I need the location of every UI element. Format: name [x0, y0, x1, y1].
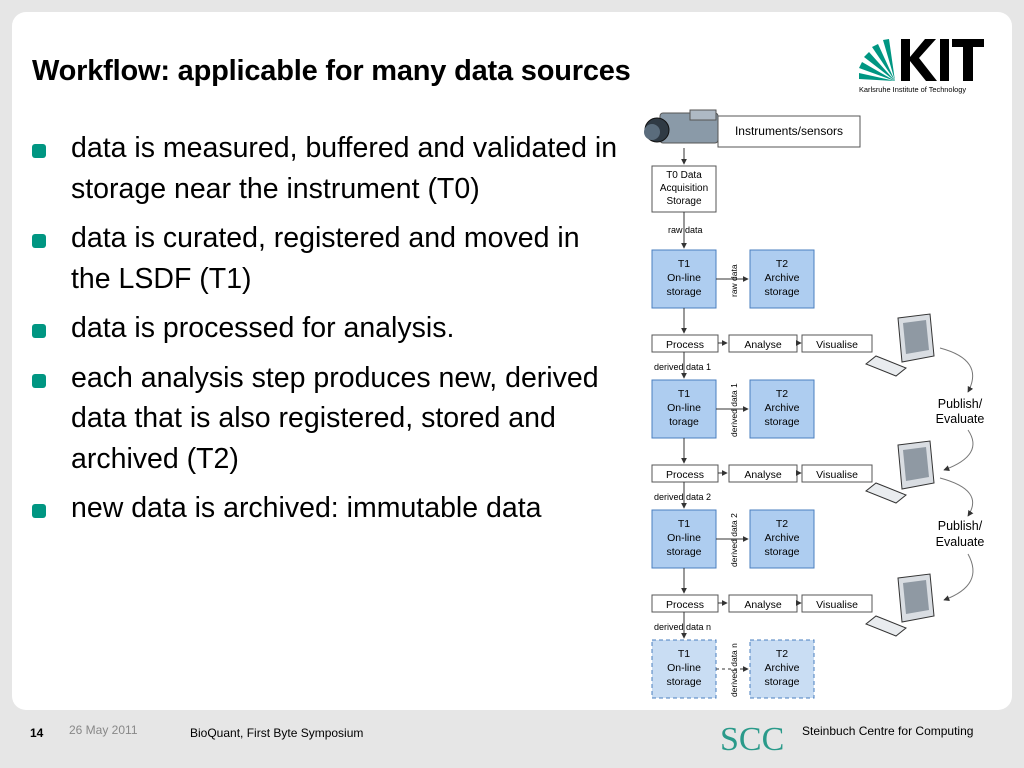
- t1-storage-box: [651, 509, 717, 569]
- publish-label: Publish/: [938, 519, 983, 533]
- bullet-text: each analysis step produces new, derived…: [71, 361, 599, 475]
- visualise-label: Visualise: [816, 599, 858, 611]
- t2-line: Archive: [764, 402, 799, 414]
- bullet-list: data is measured, buffered and validated…: [32, 128, 622, 538]
- publish-label: Evaluate: [936, 535, 985, 549]
- process-label: Process: [666, 469, 704, 481]
- t1-line: T1: [678, 258, 690, 270]
- kit-logo-rays: [859, 39, 895, 81]
- svg-text:SCC: SCC: [720, 721, 784, 758]
- visualise-box: [801, 334, 873, 353]
- t2-line: Archive: [764, 532, 799, 544]
- t2-line: T2: [776, 518, 788, 530]
- t2-line: T2: [776, 388, 788, 400]
- derived-data-2-vertical-label: derived data 2: [729, 513, 739, 567]
- t1-line: On-line: [667, 532, 701, 544]
- t2-line: storage: [764, 286, 799, 298]
- t1-line: torage: [669, 416, 699, 428]
- t0-line: Storage: [666, 196, 701, 207]
- workflow-diagram: Instruments/sensors T0 Data Acquisition …: [644, 109, 985, 699]
- t2-archive-box-future: [749, 639, 815, 699]
- publish-arrow: [943, 553, 974, 602]
- computer-icon: [865, 313, 935, 377]
- kit-logo: Karlsruhe Institute of Technology: [859, 39, 984, 94]
- publish-arrow: [943, 429, 974, 472]
- bullet-item: each analysis step produces new, derived…: [32, 358, 622, 480]
- bullet-text: data is measured, buffered and validated…: [71, 132, 618, 205]
- footer-event: BioQuant, First Byte Symposium: [190, 726, 364, 740]
- t2-line: storage: [764, 676, 799, 688]
- t2-archive-box: [749, 379, 815, 439]
- publish-arrow: [939, 347, 974, 393]
- scc-logo: SCC: [720, 721, 784, 758]
- t2-archive-box: [749, 509, 815, 569]
- t1-line: On-line: [667, 402, 701, 414]
- camera-icon: [644, 109, 719, 144]
- footer: 14 26 May 2011 BioQuant, First Byte Symp…: [0, 710, 1024, 768]
- bullet-marker: [32, 324, 46, 338]
- bullet-item: data is curated, registered and moved in…: [32, 218, 622, 299]
- publish-label: Publish/: [938, 397, 983, 411]
- t1-line: T1: [678, 648, 690, 660]
- page-number: 14: [30, 726, 44, 740]
- derived-data-1-label: derived data 1: [654, 362, 711, 372]
- visualise-label: Visualise: [816, 339, 858, 351]
- t2-line: T2: [776, 258, 788, 270]
- t1-line: On-line: [667, 662, 701, 674]
- t1-storage-box: [651, 379, 717, 439]
- visualise-box: [801, 464, 873, 483]
- bullet-text: new data is archived: immutable data: [71, 492, 542, 524]
- t0-line: T0 Data: [666, 170, 702, 181]
- t1-storage-box-future: [651, 639, 717, 699]
- process-label: Process: [666, 599, 704, 611]
- visualise-box: [801, 594, 873, 613]
- t2-line: storage: [764, 546, 799, 558]
- bullet-text: data is processed for analysis.: [71, 312, 455, 344]
- computer-icon: [865, 573, 935, 637]
- publish-arrow: [939, 477, 974, 517]
- instruments-box: [717, 115, 861, 148]
- derived-data-1-vertical-label: derived data 1: [729, 383, 739, 437]
- bullet-item: data is measured, buffered and validated…: [32, 128, 622, 209]
- derived-data-n-label: derived data n: [654, 622, 711, 632]
- raw-data-label: raw data: [668, 225, 703, 235]
- t2-line: T2: [776, 648, 788, 660]
- derived-data-2-label: derived data 2: [654, 492, 711, 502]
- derived-data-n-vertical-label: derived data n: [729, 643, 739, 697]
- visualise-label: Visualise: [816, 469, 858, 481]
- t2-line: Archive: [764, 662, 799, 674]
- raw-data-vertical-label: raw data: [729, 264, 739, 297]
- bullet-marker: [32, 234, 46, 248]
- t0-line: Acquisition: [660, 183, 708, 194]
- bullet-item: new data is archived: immutable data: [32, 488, 622, 529]
- footer-date: 26 May 2011: [69, 723, 138, 737]
- t2-archive-box: [749, 249, 815, 309]
- t2-line: storage: [764, 416, 799, 428]
- t0-storage-box: [651, 165, 717, 213]
- analyse-label: Analyse: [744, 339, 782, 351]
- process-label: Process: [666, 339, 704, 351]
- bullet-marker: [32, 373, 46, 388]
- t1-line: storage: [666, 286, 701, 298]
- svg-text:Karlsruhe Institute of Technol: Karlsruhe Institute of Technology: [859, 85, 966, 94]
- analyse-label: Analyse: [744, 599, 782, 611]
- t1-line: T1: [678, 518, 690, 530]
- bullet-text: data is curated, registered and moved in…: [71, 222, 580, 295]
- publish-label: Evaluate: [936, 412, 985, 426]
- slide-title: Workflow: applicable for many data sourc…: [32, 55, 631, 87]
- computer-icon: [865, 440, 935, 504]
- instruments-label: Instruments/sensors: [735, 124, 843, 138]
- analyse-label: Analyse: [744, 469, 782, 481]
- t1-line: storage: [666, 676, 701, 688]
- t1-line: T1: [678, 388, 690, 400]
- footer-centre-name: Steinbuch Centre for Computing: [802, 724, 974, 738]
- t2-line: Archive: [764, 272, 799, 284]
- bullet-marker: [32, 504, 46, 518]
- t1-line: On-line: [667, 272, 701, 284]
- bullet-item: data is processed for analysis.: [32, 308, 622, 349]
- bullet-marker: [32, 144, 46, 158]
- t1-line: storage: [666, 546, 701, 558]
